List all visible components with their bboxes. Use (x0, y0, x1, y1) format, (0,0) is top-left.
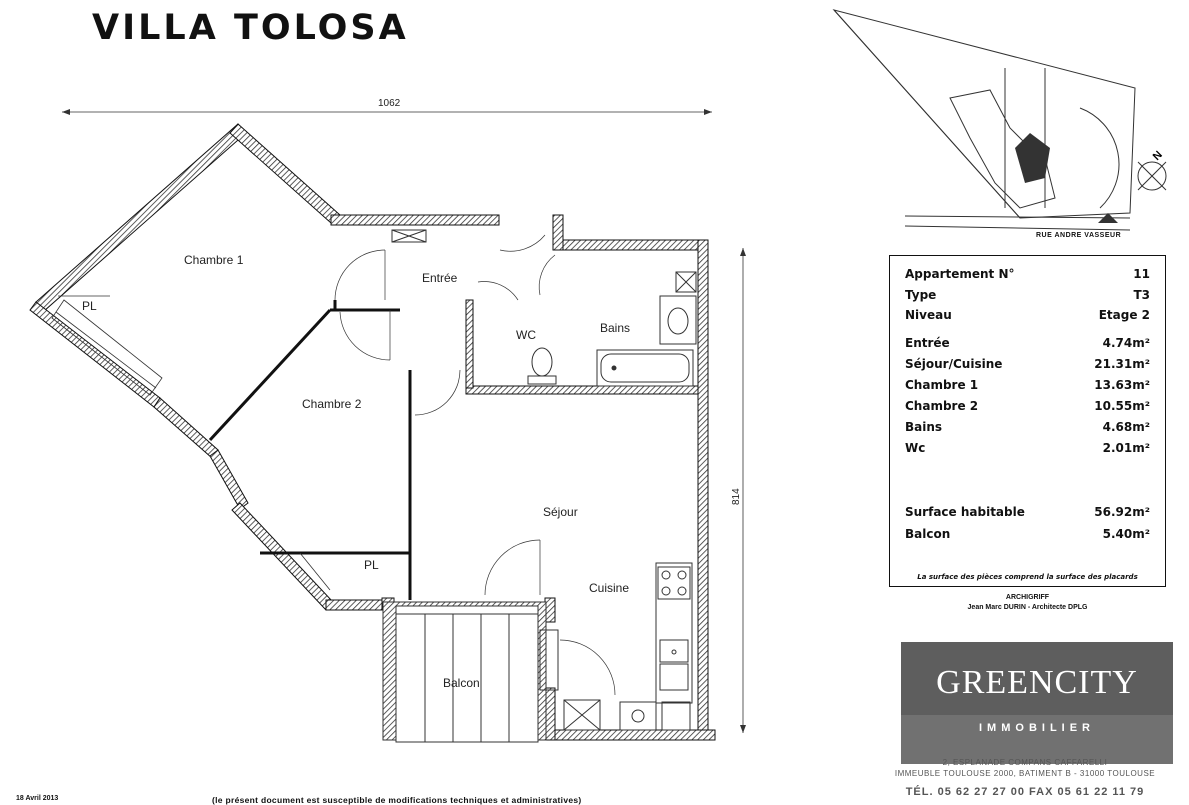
address-line-1: 2, ESPLANADE COMPANS CAFFARELLI (942, 758, 1108, 767)
north-arrow-icon (1137, 161, 1167, 191)
area-row: Séjour/Cuisine 21.31m² (905, 357, 1150, 371)
area-label: Chambre 2 (905, 399, 979, 413)
phone-fax: TÉL. 05 62 27 27 00 FAX 05 61 22 11 79 (905, 786, 1145, 798)
walls (29, 123, 716, 741)
room-label-bains: Bains (600, 321, 630, 335)
document-date: 18 Avril 2013 (16, 795, 59, 802)
info-label: Appartement N° (905, 267, 1015, 281)
greencity-logo: GREENCITY IMMOBILIER (901, 642, 1173, 764)
info-label: Type (905, 288, 937, 302)
room-label-wc: WC (516, 328, 536, 342)
area-row: Entrée 4.74m² (905, 336, 1150, 350)
area-label: Chambre 1 (905, 378, 979, 392)
window-chambre1 (51, 299, 163, 396)
info-label: Niveau (905, 308, 952, 322)
width-dimension (62, 109, 712, 115)
area-value: 10.55m² (1094, 399, 1150, 413)
area-row: Chambre 1 13.63m² (905, 378, 1150, 392)
disclaimer: (le présent document est susceptible de … (212, 795, 582, 805)
area-value: 2.01m² (1102, 441, 1150, 455)
apartment-info-table: Appartement N° 11 Type T3 Niveau Etage 2… (889, 255, 1166, 587)
total-value: 56.92m² (1094, 505, 1150, 519)
architect-name: Jean Marc DURIN - Architecte DPLG (967, 604, 1088, 611)
logo-name: GREENCITY (936, 664, 1138, 701)
area-row: Wc 2.01m² (905, 441, 1150, 455)
info-value: 11 (1133, 267, 1150, 281)
area-value: 4.74m² (1102, 336, 1150, 350)
area-row: Bains 4.68m² (905, 420, 1150, 434)
room-label-entree: Entrée (422, 271, 458, 285)
area-label: Wc (905, 441, 926, 455)
area-label: Bains (905, 420, 943, 434)
room-label-placard-2: PL (364, 558, 379, 572)
room-label-placard-1: PL (82, 299, 97, 313)
info-value: T3 (1133, 288, 1150, 302)
architect-firm: ARCHIGRIFF (1005, 594, 1050, 601)
bathtub (596, 349, 694, 387)
area-value: 13.63m² (1094, 378, 1150, 392)
area-row: Chambre 2 10.55m² (905, 399, 1150, 413)
info-value: Etage 2 (1098, 308, 1150, 322)
area-value: 4.68m² (1102, 420, 1150, 434)
room-label-balcon: Balcon (443, 676, 480, 690)
total-value: 5.40m² (1102, 527, 1150, 541)
address-line-2: IMMEUBLE TOULOUSE 2000, BATIMENT B - 310… (894, 769, 1156, 778)
toilet (527, 347, 557, 385)
partitions (208, 300, 412, 600)
doors (334, 234, 616, 696)
info-row: Niveau Etage 2 (905, 308, 1150, 322)
balcony (382, 601, 559, 743)
kitchen-units (563, 562, 693, 731)
width-dimension-label: 1062 (378, 98, 401, 109)
room-label-chambre2: Chambre 2 (302, 397, 362, 411)
total-row: Surface habitable 56.92m² (905, 505, 1150, 519)
info-row: Type T3 (905, 288, 1150, 302)
street-name: RUE ANDRE VASSEUR (1036, 232, 1122, 239)
floor-plan: 1062 814 (29, 98, 746, 743)
logo-subtitle: IMMOBILIER (979, 722, 1095, 734)
total-row: Balcon 5.40m² (905, 527, 1150, 541)
height-dimension (740, 248, 746, 733)
project-title: VILLA TOLOSA (92, 8, 409, 48)
area-label: Entrée (905, 336, 950, 350)
room-label-chambre1: Chambre 1 (184, 253, 244, 267)
location-map: N (832, 9, 1167, 231)
surface-note: La surface des pièces comprend la surfac… (917, 573, 1138, 581)
north-label: N (1151, 149, 1165, 163)
area-value: 21.31m² (1094, 357, 1150, 371)
total-label: Surface habitable (905, 505, 1025, 519)
placard-lines (58, 295, 331, 591)
washbasin (659, 271, 697, 345)
height-dimension-label: 814 (731, 488, 742, 505)
area-label: Séjour/Cuisine (905, 357, 1003, 371)
info-row: Appartement N° 11 (905, 267, 1150, 281)
total-label: Balcon (905, 527, 951, 541)
room-label-cuisine: Cuisine (589, 581, 629, 595)
room-label-sejour: Séjour (543, 505, 578, 519)
linen-box-entree (391, 229, 427, 243)
